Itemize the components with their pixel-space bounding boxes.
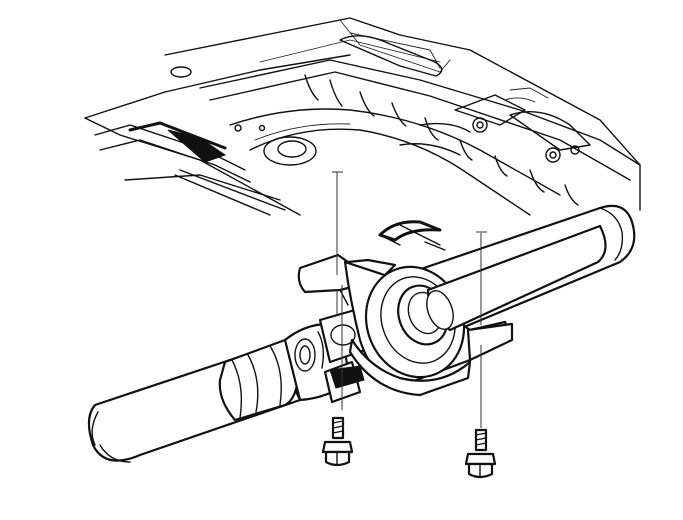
floor-small-hole: [234, 124, 242, 132]
bolt-guide-lines: [332, 171, 487, 428]
shaft-tube-through-bearing: [426, 224, 607, 332]
floor-hole: [170, 66, 192, 78]
mounting-bolt-right: [464, 428, 497, 479]
mounting-bolt-left: [321, 416, 354, 467]
floor-boss: [263, 136, 317, 166]
floor-stiffener: [167, 129, 227, 163]
center-bearing-bracket: [297, 253, 514, 397]
floor-panel: [84, 17, 641, 251]
